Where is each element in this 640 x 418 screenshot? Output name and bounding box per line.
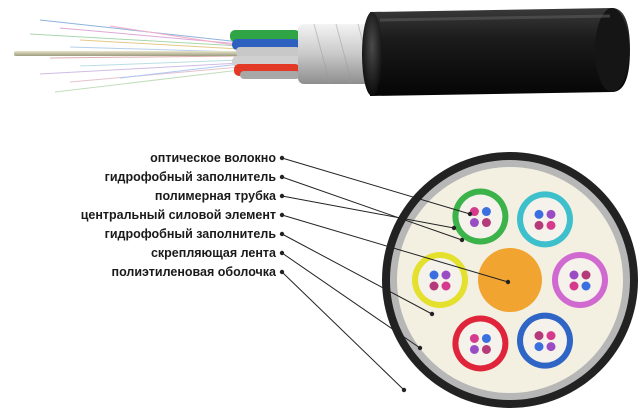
optical-fiber-dot	[534, 342, 544, 352]
buffer-tubes-section	[412, 188, 608, 372]
optical-fiber-dot	[581, 270, 591, 280]
optical-fiber-dot	[429, 281, 439, 291]
optical-fiber-dot	[546, 331, 556, 341]
optical-fiber-dot	[469, 333, 479, 343]
optical-fiber-dot	[441, 270, 451, 280]
tube-gel	[458, 321, 503, 366]
optical-fiber-dot	[569, 281, 579, 291]
label-hydrophobic-filler-1: гидрофобный заполнитель	[105, 170, 277, 184]
fiber-strands	[29, 19, 241, 93]
tube-gel	[523, 197, 567, 242]
buffer-tubes	[230, 30, 300, 79]
label-hydrophobic-filler-2: гидрофобный заполнитель	[105, 227, 277, 241]
optical-fiber-dot	[534, 220, 544, 230]
outer-jacket	[370, 8, 630, 96]
optical-fiber-dot	[481, 218, 491, 228]
label-polymer-tube: полимерная трубка	[155, 189, 277, 203]
tube-gel	[458, 194, 503, 239]
cable-cross-section	[382, 152, 638, 408]
optical-fiber-dot	[481, 207, 491, 217]
label-optical-fiber: оптическое волокно	[150, 151, 276, 165]
label-central-strength-member: центральный силовой элемент	[81, 208, 276, 222]
optical-fiber-dot	[469, 344, 479, 354]
optical-fiber-dot	[469, 218, 479, 228]
leader-dots	[279, 155, 511, 393]
central-rod	[14, 51, 254, 56]
tube-gel	[558, 258, 602, 302]
optical-fiber-dot	[546, 342, 556, 352]
tube-gel	[418, 258, 462, 302]
label-binding-tape: скрепляющая лента	[151, 246, 277, 260]
optical-fiber-dot	[481, 333, 491, 343]
cable-side-view	[14, 8, 630, 96]
optical-fiber-dot	[429, 270, 439, 280]
optical-fiber-dot	[569, 270, 579, 280]
label-polyethylene-sheath: полиэтиленовая оболочка	[112, 265, 277, 279]
optical-fiber-dot	[441, 281, 451, 291]
optical-fiber-dot	[546, 220, 556, 230]
optical-fiber-dot	[481, 344, 491, 354]
optical-fiber-dot	[534, 331, 544, 341]
optical-fiber-dot	[581, 281, 591, 291]
optical-fiber-dot	[534, 209, 544, 219]
optical-fiber-dot	[546, 209, 556, 219]
labels: оптическое волокно гидрофобный заполните…	[81, 151, 277, 279]
central-strength-member	[478, 248, 542, 312]
tube-gel	[523, 318, 567, 363]
leader-lines	[281, 157, 509, 391]
